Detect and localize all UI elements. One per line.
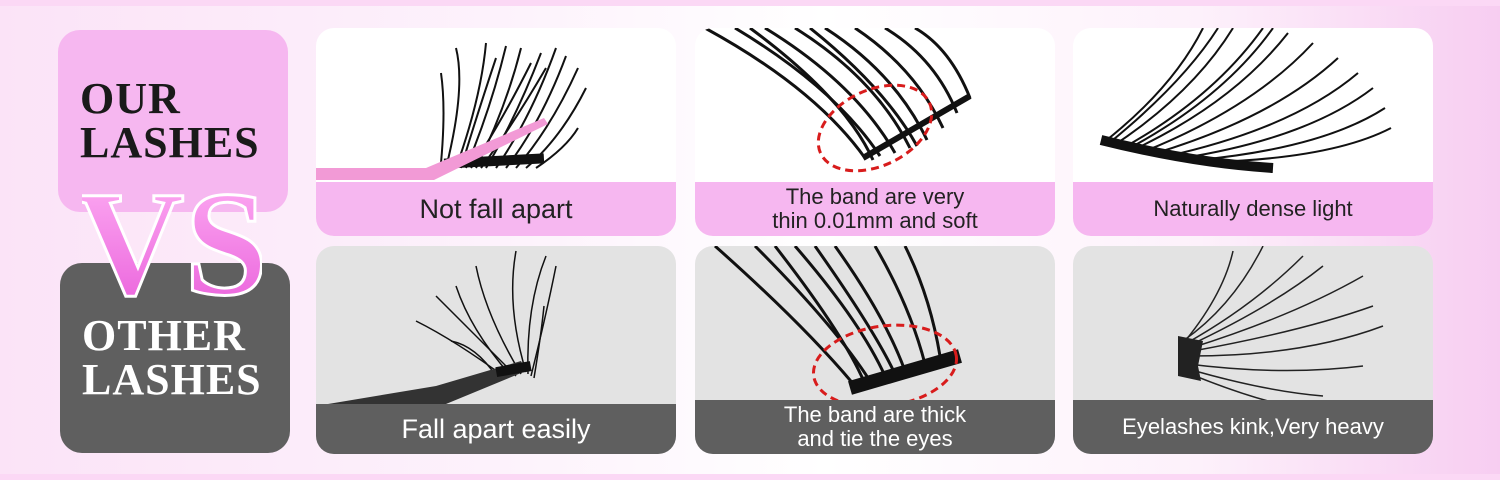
caption-line: Not fall apart [419,194,573,224]
other-lashes-label: OTHER LASHES [60,263,290,453]
caption-line: The band are thick [783,402,967,427]
panel-fall-apart-easily: Fall apart easily [316,246,676,454]
lash-cluster-icon [704,28,972,161]
vs-label: VS [82,176,262,306]
caption-line: Fall apart easily [401,414,591,444]
caption: Eyelashes kink,Very heavy [1073,400,1433,454]
caption: Not fall apart [316,182,676,236]
panel-naturally-dense: Naturally dense light [1073,28,1433,236]
panel-kinked-lashes: Eyelashes kink,Very heavy [1073,246,1433,454]
caption: The band are very thin 0.01mm and soft [695,182,1055,236]
caption-line: thin 0.01mm and soft [772,208,978,233]
tweezers-icon [316,361,526,418]
other-lashes-line-1: OTHER [82,311,246,360]
caption: Fall apart easily [316,404,676,454]
tweezers-icon [316,118,548,180]
highlight-circle-icon [816,83,934,173]
top-border [0,0,1500,6]
panel-thin-band: The band are very thin 0.01mm and soft [695,28,1055,236]
caption-line: Naturally dense light [1153,196,1353,221]
caption: Naturally dense light [1073,182,1433,236]
caption-line: and tie the eyes [797,426,953,451]
lash-cluster-icon [1180,246,1384,407]
lash-cluster-icon [1102,28,1392,163]
lash-cluster-icon [714,246,942,387]
bottom-border [0,474,1500,480]
highlight-circle-icon [811,323,959,409]
lash-cluster-icon [415,250,557,379]
our-lashes-line-1: OUR [80,74,181,123]
panel-thick-band: The band are thick and tie the eyes [695,246,1055,454]
our-lashes-line-2: LASHES [80,118,260,167]
panel-not-fall-apart: Not fall apart [316,28,676,236]
caption-line: The band are very [785,184,965,209]
other-lashes-line-2: LASHES [82,355,262,404]
caption: The band are thick and tie the eyes [695,400,1055,454]
caption-line: Eyelashes kink,Very heavy [1122,414,1384,439]
our-lashes-label: OUR LASHES [58,30,288,212]
vs-text: VS [82,176,262,306]
lash-cluster-icon [440,42,587,169]
